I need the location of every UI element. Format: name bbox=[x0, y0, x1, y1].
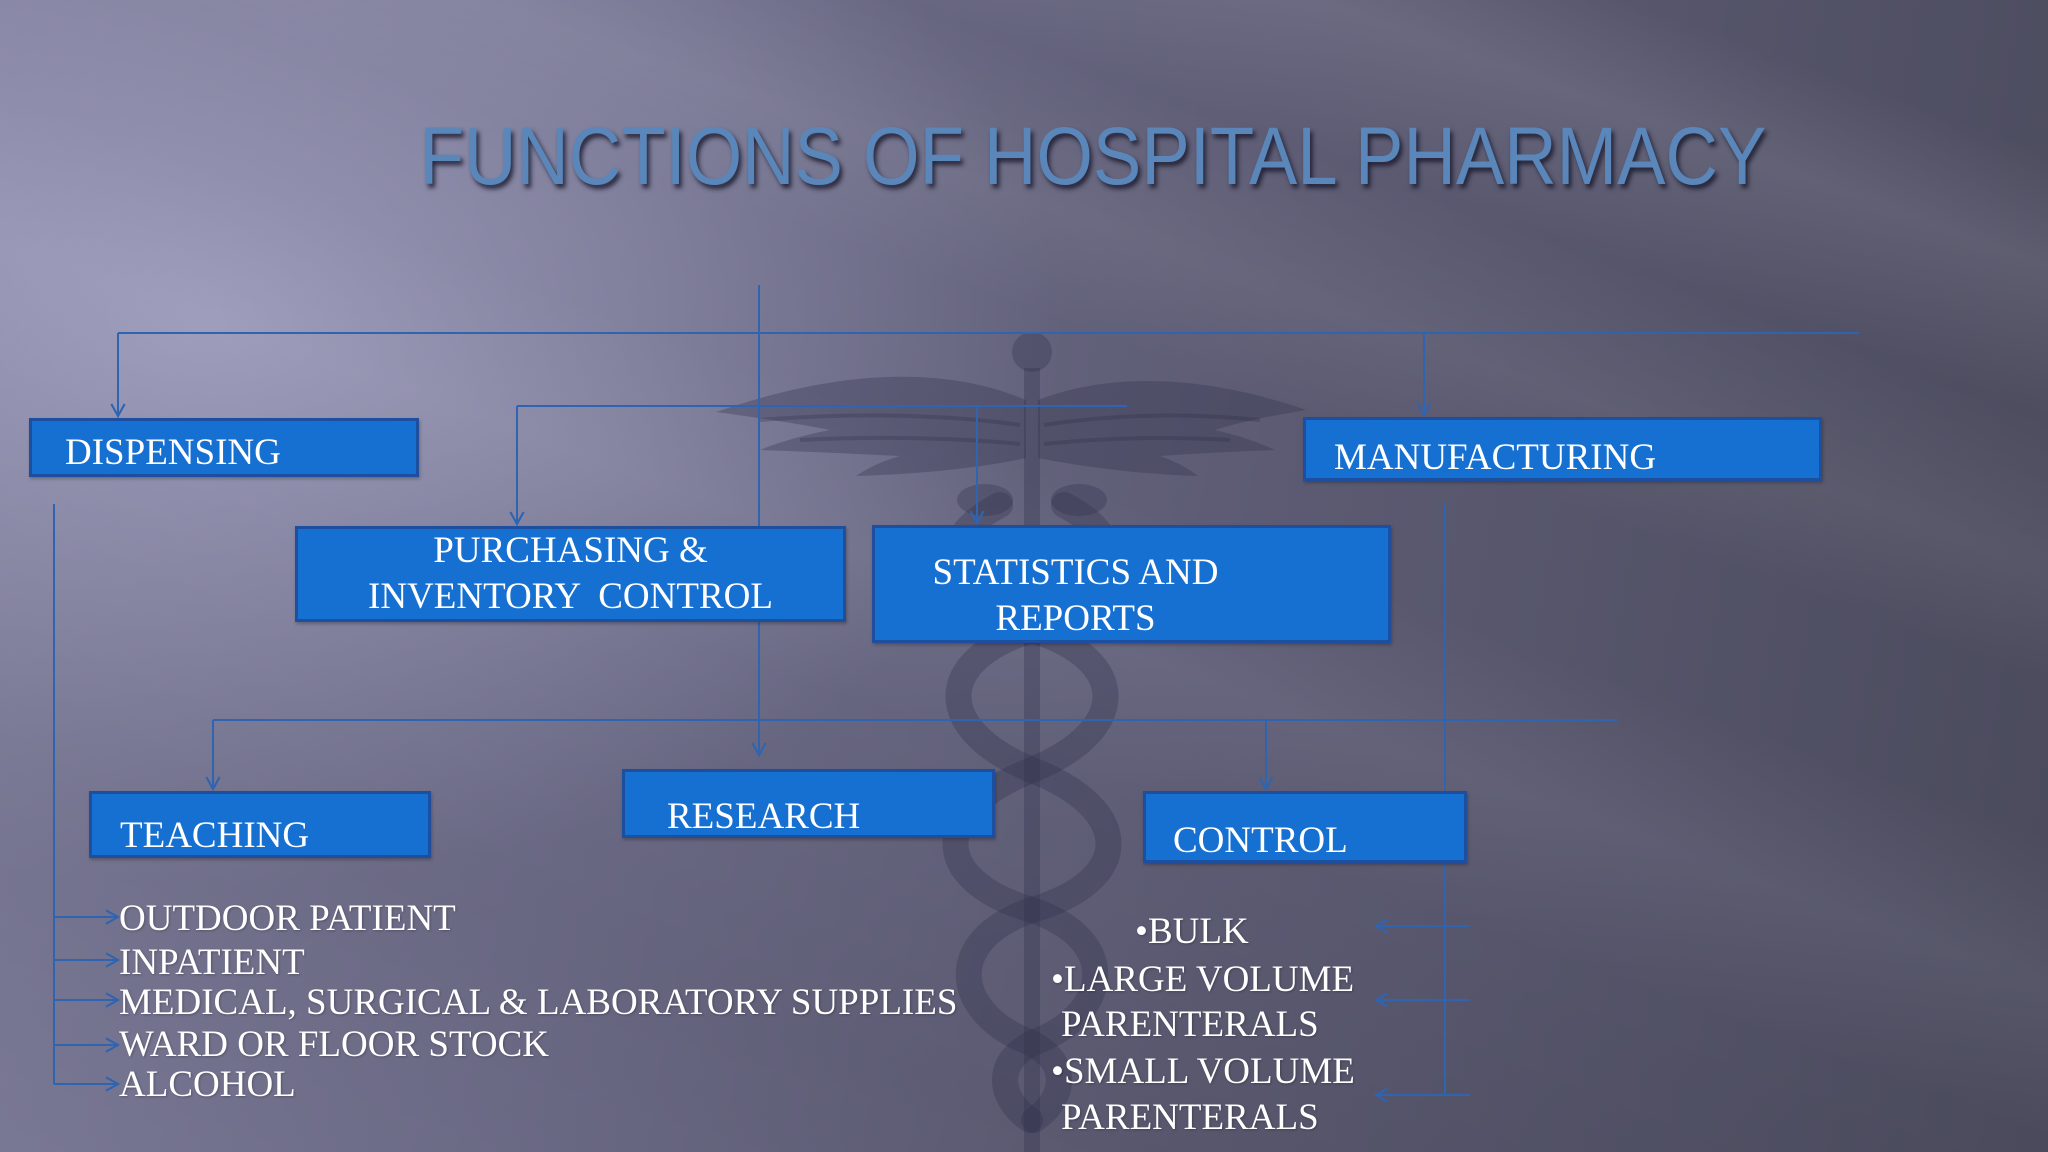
caduceus-snake-head-left bbox=[957, 484, 1013, 516]
caduceus-knob bbox=[1012, 332, 1052, 372]
statistics-label-line1: STATISTICS AND bbox=[932, 552, 1219, 593]
caduceus-feather-lines bbox=[759, 413, 1261, 446]
caduceus-right-wing bbox=[1038, 380, 1306, 476]
slide-title: FUNCTIONS OF HOSPITAL PHARMACY bbox=[419, 111, 1767, 202]
dispensing-item: ALCOHOL bbox=[119, 1064, 296, 1105]
purchasing-label-line2: INVENTORY CONTROL bbox=[368, 576, 773, 617]
dispensing-item: WARD OR FLOOR STOCK bbox=[119, 1024, 550, 1065]
bullet: • bbox=[1135, 911, 1148, 952]
teaching-box: TEACHING bbox=[89, 791, 431, 858]
manufacturing-item-continuation: PARENTERALS bbox=[1061, 1097, 1319, 1138]
manufacturing-item-label: BULK bbox=[1147, 911, 1249, 952]
dispensing-box: DISPENSING bbox=[29, 418, 419, 477]
research-box: RESEARCH bbox=[622, 769, 995, 838]
research-label: RESEARCH bbox=[667, 795, 861, 837]
dispensing-item: INPATIENT bbox=[119, 942, 305, 983]
manufacturing-item-label: LARGE VOLUME bbox=[1063, 959, 1355, 1000]
statistics-box: STATISTICS AND REPORTS bbox=[872, 525, 1391, 643]
control-label: CONTROL bbox=[1173, 820, 1348, 861]
manufacturing-item: •SMALL VOLUME bbox=[1051, 1050, 1355, 1094]
dispensing-label: DISPENSING bbox=[65, 431, 281, 473]
manufacturing-item: •LARGE VOLUME bbox=[1051, 958, 1354, 1002]
control-box: CONTROL bbox=[1143, 791, 1467, 863]
purchasing-label-line1: PURCHASING & bbox=[433, 530, 708, 571]
bullet: • bbox=[1051, 1051, 1064, 1092]
bullet: • bbox=[1051, 959, 1064, 1000]
manufacturing-item-continuation: PARENTERALS bbox=[1061, 1004, 1319, 1045]
manufacturing-label: MANUFACTURING bbox=[1334, 437, 1657, 478]
purchasing-box: PURCHASING & INVENTORY CONTROL bbox=[295, 526, 846, 622]
manufacturing-item: •BULK bbox=[1135, 910, 1249, 954]
caduceus-left-wing bbox=[716, 376, 1026, 476]
dispensing-item: MEDICAL, SURGICAL & LABORATORY SUPPLIES bbox=[119, 982, 958, 1023]
manufacturing-box: MANUFACTURING bbox=[1303, 417, 1822, 481]
caduceus-snake-head-right bbox=[1051, 484, 1107, 516]
manufacturing-item-label: SMALL VOLUME bbox=[1063, 1051, 1355, 1092]
statistics-label-line2: REPORTS bbox=[995, 598, 1156, 639]
dispensing-item: OUTDOOR PATIENT bbox=[119, 898, 456, 939]
teaching-label: TEACHING bbox=[120, 814, 310, 856]
